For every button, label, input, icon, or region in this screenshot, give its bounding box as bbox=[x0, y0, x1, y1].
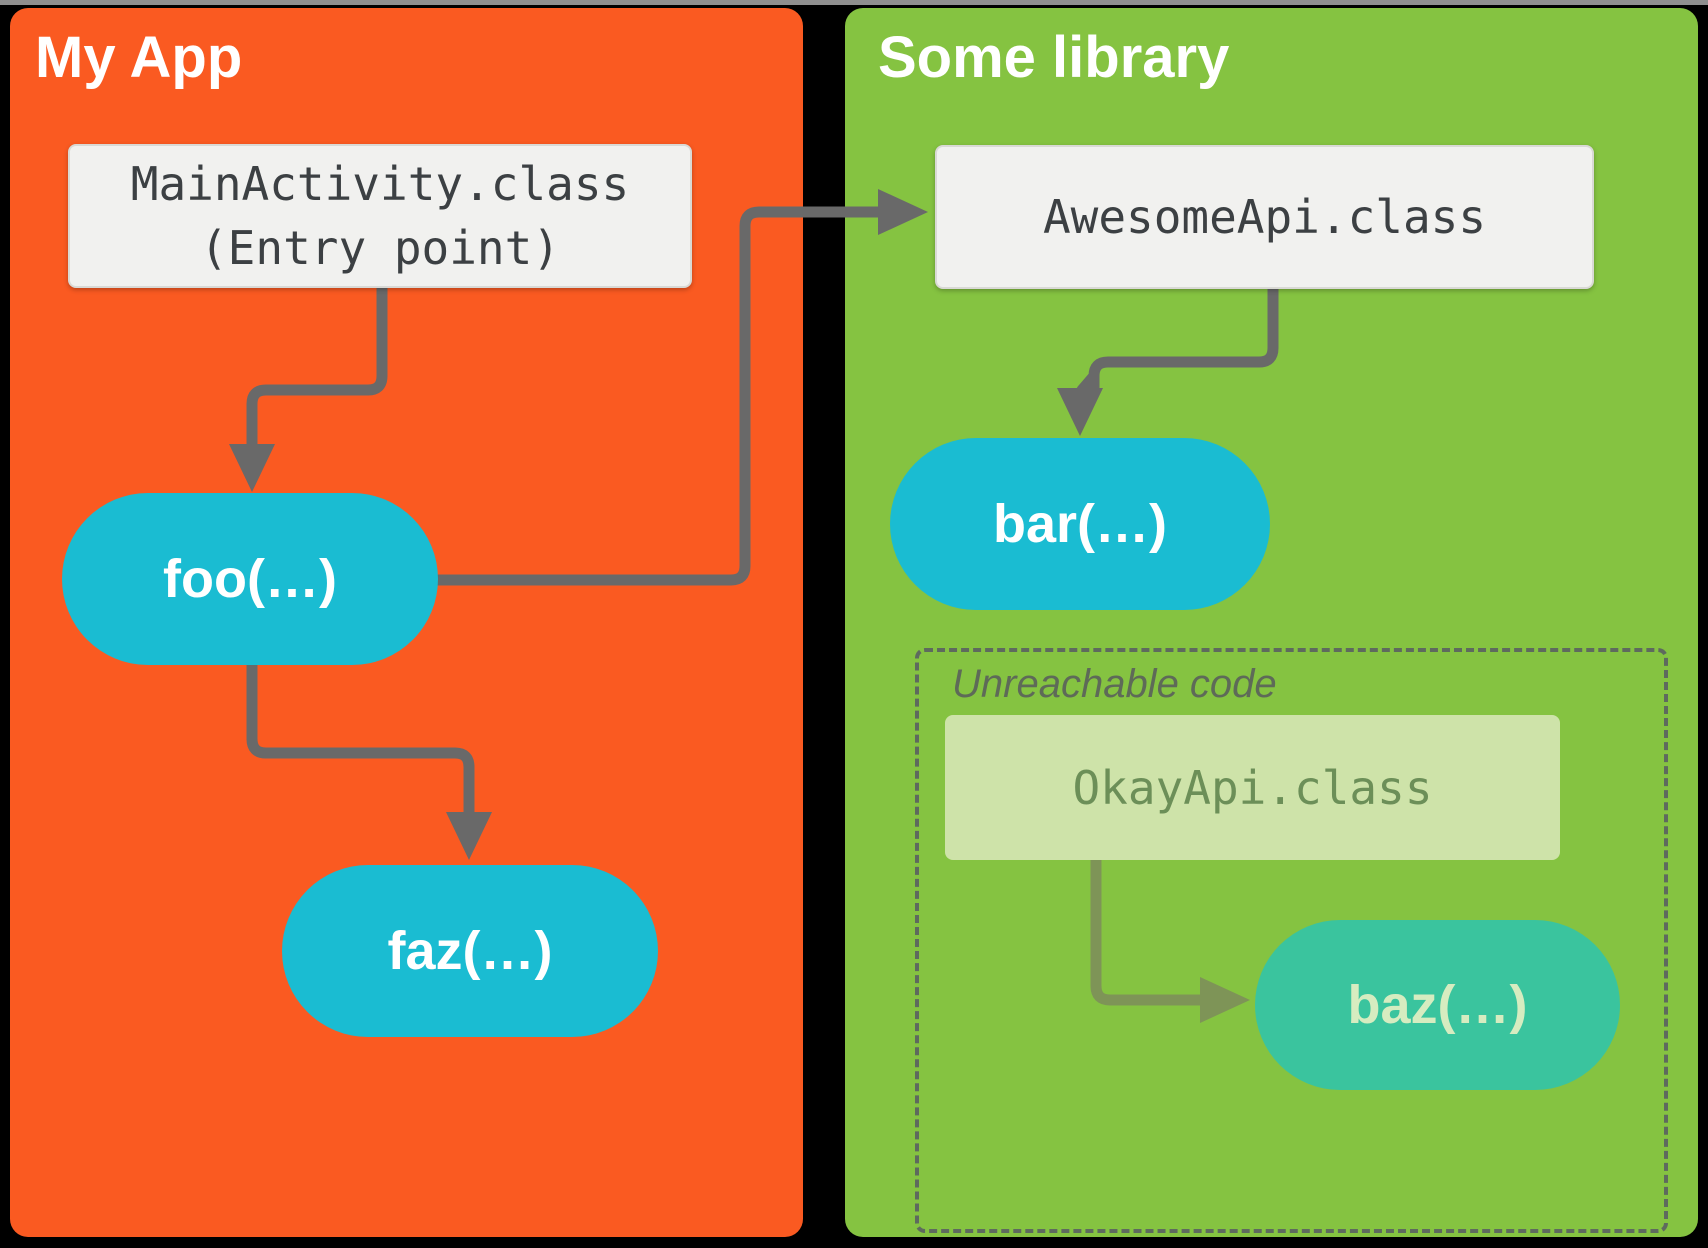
some-library-panel-title: Some library bbox=[878, 25, 1230, 90]
bar-method-pill: bar(…) bbox=[890, 438, 1270, 610]
awesomeapi-class-label: AwesomeApi.class bbox=[1042, 190, 1487, 244]
okayapi-class-label: OkayApi.class bbox=[1072, 760, 1433, 815]
faz-method-pill: faz(…) bbox=[282, 865, 658, 1037]
mainactivity-class-label: MainActivity.class bbox=[130, 157, 630, 211]
top-border-line bbox=[0, 0, 1708, 5]
entry-point-label: (Entry point) bbox=[199, 221, 561, 275]
awesomeapi-class-box: AwesomeApi.class bbox=[935, 145, 1594, 289]
unreachable-code-label: Unreachable code bbox=[952, 662, 1277, 706]
foo-method-pill: foo(…) bbox=[62, 493, 438, 665]
baz-method-pill: baz(…) bbox=[1255, 920, 1620, 1090]
mainactivity-class-box: MainActivity.class (Entry point) bbox=[68, 144, 692, 288]
okayapi-class-box: OkayApi.class bbox=[945, 715, 1560, 860]
unreachable-code-region bbox=[915, 648, 1668, 1233]
my-app-panel-title: My App bbox=[35, 25, 243, 90]
